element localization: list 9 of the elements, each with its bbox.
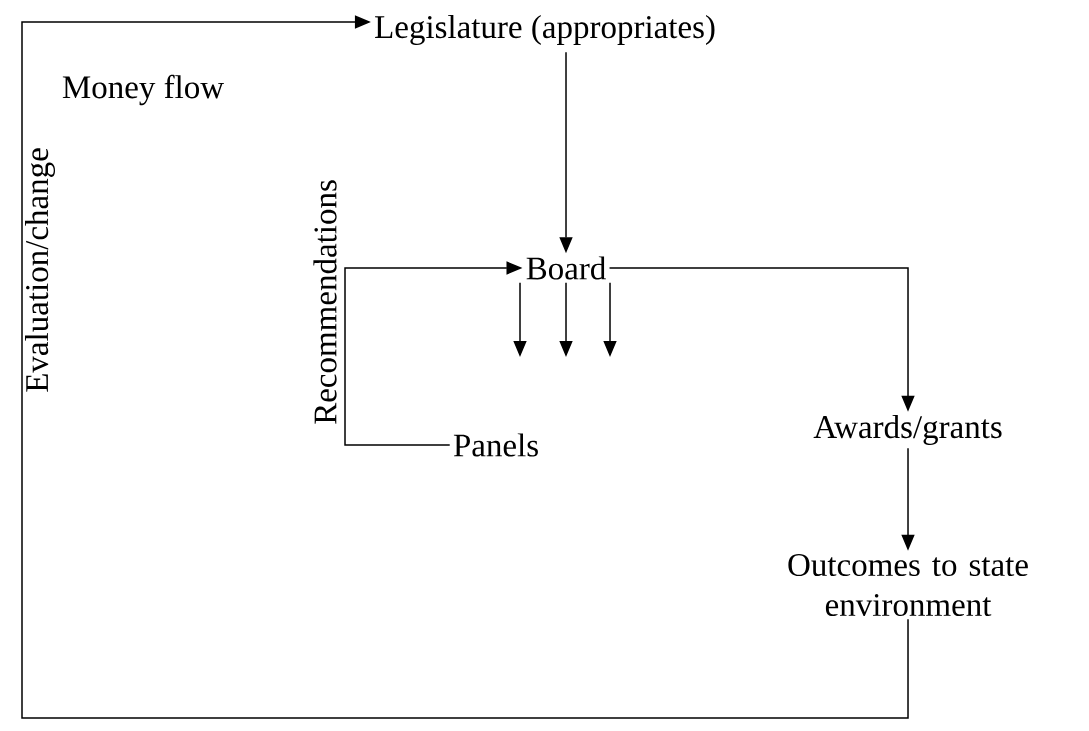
edge-label: Recommendations xyxy=(313,180,337,424)
text-label: Money flow xyxy=(62,74,224,106)
node-label: Awards/grants xyxy=(813,415,1002,445)
node-label: Outcomes to state environment xyxy=(788,553,1028,617)
edge-label: Evaluation/change xyxy=(25,148,55,392)
node-label: Panels xyxy=(453,433,538,457)
node-label: Board xyxy=(526,256,606,280)
arrow xyxy=(21,15,909,719)
node-label: Legislature (appropriates) xyxy=(375,15,715,45)
